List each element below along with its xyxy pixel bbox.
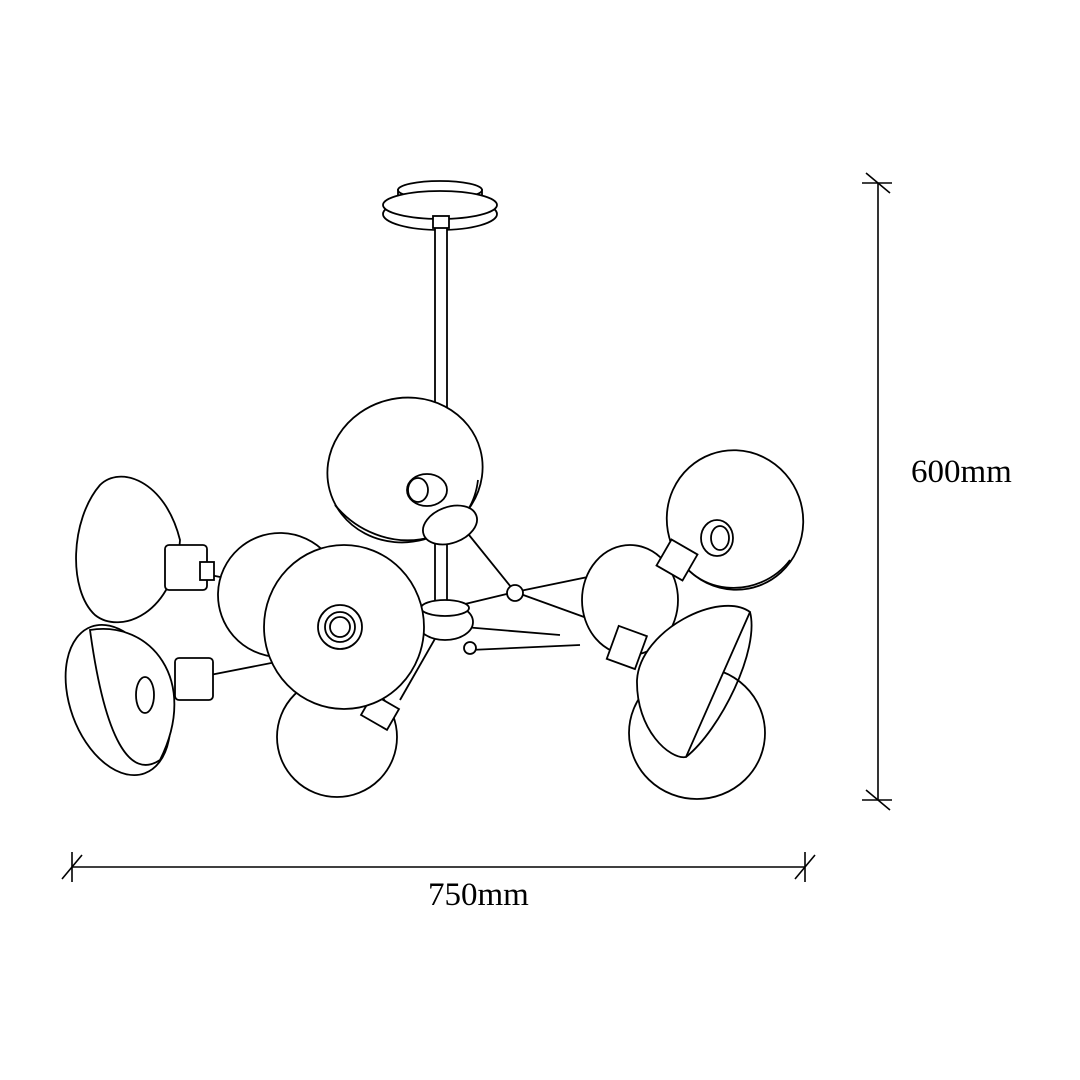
lamp-shade-upper-left [75, 475, 215, 624]
height-dimension-label: 600mm [911, 454, 1012, 490]
lamp-shade-lower-right [605, 604, 753, 758]
lamp-shade-top-center [326, 396, 484, 546]
lamp-shade-upper-right [655, 449, 805, 591]
height-dimension-line [862, 172, 892, 811]
lamp-shade-lower-left [64, 623, 214, 777]
lamp-shade-front-center [263, 544, 425, 710]
width-dimension-label: 750mm [428, 877, 529, 913]
width-dimension-line [61, 852, 816, 882]
